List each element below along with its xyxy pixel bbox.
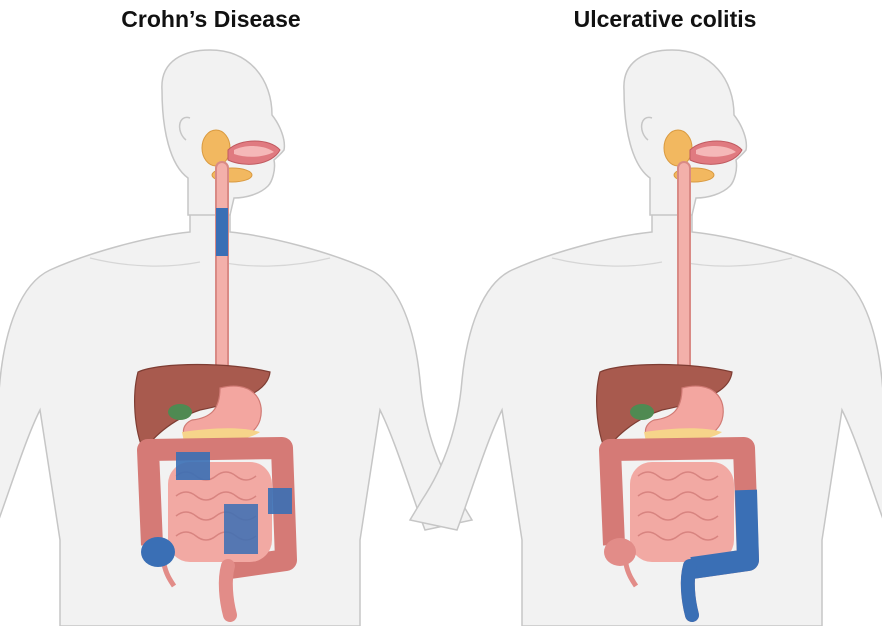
- affected-descending-colon: [268, 488, 292, 514]
- affected-esophagus: [216, 208, 228, 256]
- crohns-figure: [0, 50, 472, 626]
- affected-cecum: [141, 537, 175, 567]
- affected-ileum: [224, 504, 258, 554]
- affected-rectum: [688, 566, 692, 615]
- ulcerative-colitis-figure: [410, 50, 882, 626]
- affected-proximal-colon: [176, 452, 210, 480]
